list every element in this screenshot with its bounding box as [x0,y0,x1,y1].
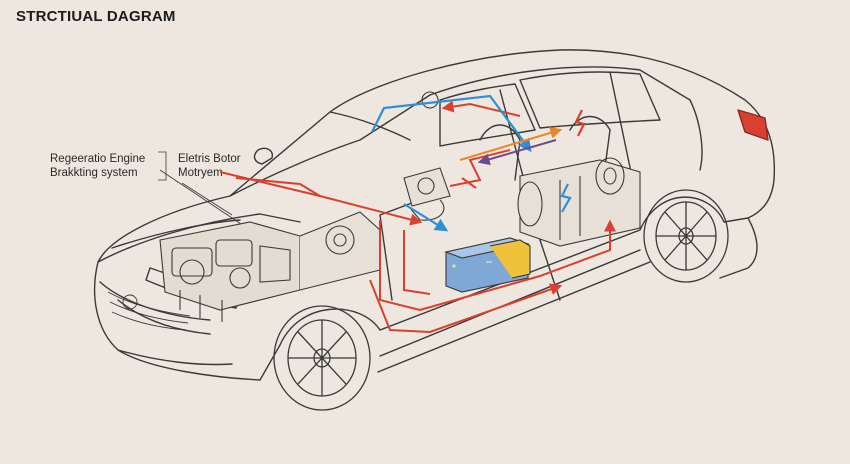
energy-flow-orange [459,127,563,161]
front-wheel [273,305,371,411]
callout-left: Regeeratio Engine Brakkting system [50,152,145,180]
battery-pack [444,237,531,293]
front-grille [107,291,191,331]
callout-right-line2: Motryem [178,167,223,179]
rear-electric-motor [517,157,641,247]
callout-left-line2: Brakkting system [50,167,138,179]
energy-flow-red [219,100,616,334]
energy-flow-blue [371,94,572,232]
energy-flow-purple [477,139,557,166]
callout-right: Eletris Botor Motryem [178,152,241,180]
callout-right-line1: Eletris Botor [178,153,241,165]
rear-wheel [643,189,729,283]
engine-assembly [159,211,381,322]
diagram-title: STRCTIUAL DAGRAM [16,8,176,25]
steering-unit [403,91,451,221]
callout-left-line1: Regeeratio Engine [50,153,146,165]
